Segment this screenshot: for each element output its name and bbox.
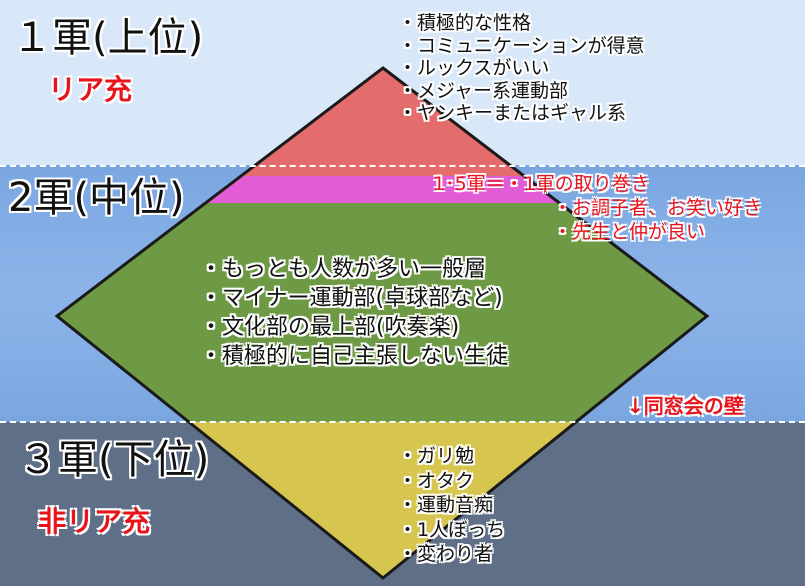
list-item: ・変わり者 bbox=[398, 543, 494, 565]
list-item: ・オタク bbox=[398, 469, 475, 492]
tier-title-third: ３軍(下位) bbox=[18, 437, 210, 483]
list-item: ・お調子者、お笑い好き bbox=[553, 197, 763, 219]
list-item: ・積極的に自己主張しない生徒 bbox=[200, 344, 509, 369]
tier-label-riajuu: リア充 bbox=[48, 73, 133, 106]
divider-line-upper bbox=[0, 165, 805, 167]
divider-line-lower bbox=[0, 421, 805, 423]
diamond-outline bbox=[54, 66, 710, 580]
list-item: ・ヤンキーまたはギャル系 bbox=[398, 102, 627, 124]
diamond-segment-middle bbox=[57, 203, 707, 422]
list-item: ・積極的な性格 bbox=[398, 12, 532, 34]
sub-tier-note: 1･5軍＝・1軍の取り巻き ・お調子者、お笑い好き ・先生と仲が良い bbox=[433, 172, 762, 244]
list-item: ・運動音痴 bbox=[398, 494, 494, 516]
second-tier-traits: ・もっとも人数が多い一般層 ・マイナー運動部(卓球部など) ・文化部の最上部(吹… bbox=[200, 255, 508, 371]
third-tier-traits: ・ガリ勉 ・オタク ・運動音痴 ・1人ぼっち ・変わり者 bbox=[398, 444, 505, 567]
tier-label-hi-riajuu: 非リア充 bbox=[38, 505, 151, 538]
list-item: 1･5軍＝・1軍の取り巻き bbox=[433, 173, 650, 195]
list-item: ・ルックスがいい bbox=[398, 57, 550, 79]
list-item: ・1人ぼっち bbox=[398, 518, 506, 541]
list-item: ・先生と仲が良い bbox=[553, 221, 706, 243]
list-item: ・文化部の最上部(吹奏楽) bbox=[200, 315, 460, 340]
tier-title-first: １軍(上位) bbox=[12, 15, 204, 61]
first-tier-traits: ・積極的な性格 ・コミュニケーションが得意 ・ルックスがいい ・メジャー系運動部… bbox=[398, 12, 645, 125]
list-item: ・ガリ勉 bbox=[398, 445, 475, 467]
tier-title-second: 2軍(中位) bbox=[8, 175, 185, 221]
list-item: ・もっとも人数が多い一般層 bbox=[200, 257, 487, 282]
list-item: ・マイナー運動部(卓球部など) bbox=[200, 286, 503, 311]
reunion-wall-label: ↓同窓会の壁 bbox=[627, 394, 744, 418]
list-item: ・コミュニケーションが得意 bbox=[398, 34, 645, 57]
list-item: ・メジャー系運動部 bbox=[398, 79, 569, 102]
